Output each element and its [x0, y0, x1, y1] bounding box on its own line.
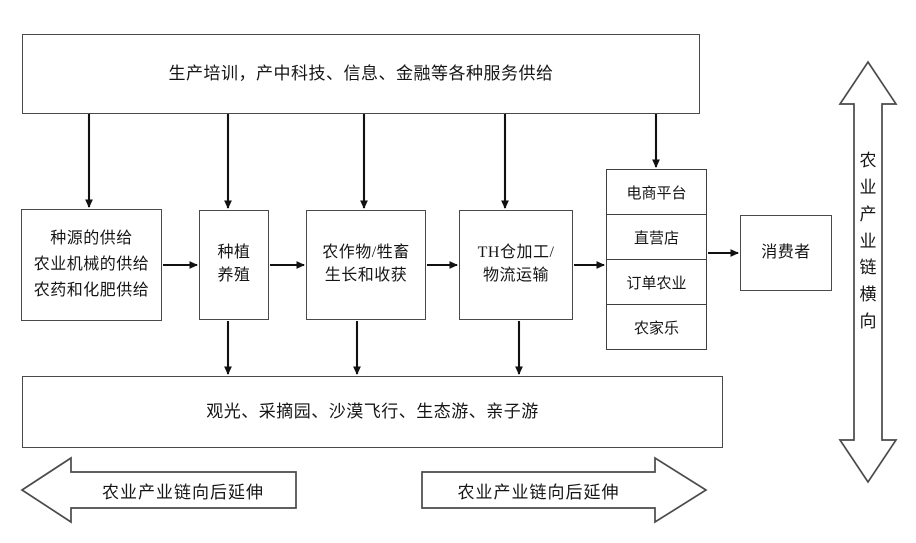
vertical-label-char-4: 业	[859, 231, 877, 251]
input-supply-box: 种源的供给 农业机械的供给 农药和化肥供给	[21, 209, 162, 321]
vertical-label-char-2: 业	[859, 177, 877, 197]
process-box-planting-breeding: 种植 养殖	[199, 210, 269, 320]
consumer-box-text: 消费者	[761, 243, 811, 261]
process-box-processing-logistics: TH仓加工/ 物流运输	[459, 210, 573, 320]
vertical-label-char-1: 农	[859, 151, 877, 170]
block-arrow-left-label: 农业产业链向后延伸	[102, 483, 264, 502]
vertical-label-char-7: 向	[859, 312, 877, 332]
bottom-tourism-banner: 观光、采摘园、沙漠飞行、生态游、亲子游	[22, 376, 723, 448]
vertical-double-arrow-label: 农 业 产 业 链 横 向	[857, 148, 879, 336]
process-box-crop-livestock-growth: 农作物/牲畜 生长和收获	[306, 210, 426, 320]
bottom-tourism-banner-text: 观光、采摘园、沙漠飞行、生态游、亲子游	[206, 401, 539, 421]
channel-cell-direct-store[interactable]: 直营店	[607, 215, 706, 260]
vertical-label-char-3: 产	[859, 204, 877, 224]
vertical-label-char-5: 链	[859, 258, 877, 278]
top-service-banner-text: 生产培训，产中科技、信息、金融等各种服务供给	[168, 63, 554, 83]
top-service-banner: 生产培训，产中科技、信息、金融等各种服务供给	[22, 34, 700, 114]
process-box-processing-logistics-line-1: TH仓加工/	[477, 244, 555, 262]
sales-channel-stack: 电商平台 直营店 订单农业 农家乐	[606, 169, 707, 350]
vertical-label-char-6: 横	[859, 285, 877, 305]
process-box-planting-breeding-line-2: 养殖	[217, 267, 251, 284]
channel-cell-ecommerce[interactable]: 电商平台	[607, 170, 706, 215]
block-arrow-right-label: 农业产业链向后延伸	[457, 483, 620, 502]
process-box-planting-breeding-line-1: 种植	[217, 244, 251, 262]
process-box-processing-logistics-line-2: 物流运输	[482, 267, 549, 284]
top-banner-feed-arrows	[85, 114, 660, 209]
consumer-box: 消费者	[740, 215, 832, 291]
channel-cell-contract-farming[interactable]: 订单农业	[607, 260, 706, 305]
input-supply-line-3: 农药和化肥供给	[33, 281, 150, 299]
input-supply-line-1: 种源的供给	[50, 230, 133, 248]
process-box-crop-livestock-growth-line-2: 生长和收获	[324, 267, 408, 284]
tourism-banner-feed-arrows	[224, 321, 523, 375]
process-box-crop-livestock-growth-line-1: 农作物/牲畜	[322, 244, 410, 262]
input-supply-line-2: 农业机械的供给	[33, 256, 150, 274]
channel-cell-agritainment[interactable]: 农家乐	[633, 320, 679, 337]
